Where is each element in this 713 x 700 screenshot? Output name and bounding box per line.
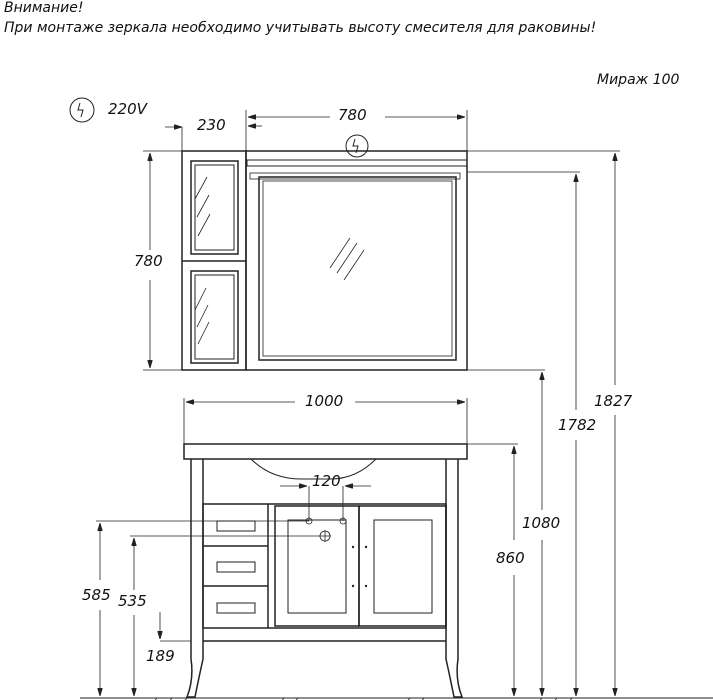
dim-vanity-height: 860 xyxy=(496,549,525,567)
dim-pipe-upper: 585 xyxy=(82,586,111,604)
dimension-lines xyxy=(96,110,620,696)
notice-text: При монтаже зеркала необходимо учитывать… xyxy=(4,20,597,36)
model-name: Мираж 100 xyxy=(597,72,680,88)
power-icon xyxy=(69,97,95,123)
mirror-light-icon xyxy=(345,134,369,158)
dim-mirror-bottom: 1080 xyxy=(522,514,561,532)
dim-total-height: 1827 xyxy=(594,392,633,410)
dim-drain: 189 xyxy=(146,647,175,665)
vanity xyxy=(183,443,468,698)
power-label: 220V xyxy=(108,100,147,118)
dim-vanity-width: 1000 xyxy=(305,392,344,410)
dim-mirror-height: 780 xyxy=(134,252,163,270)
notice-title: Внимание! xyxy=(4,0,84,16)
dim-mirror-width: 780 xyxy=(338,106,367,124)
dim-mirror-top: 1782 xyxy=(558,416,597,434)
floor xyxy=(80,697,713,700)
dim-faucet-spacing: 120 xyxy=(312,472,341,490)
dim-cabinet-width: 230 xyxy=(197,116,226,134)
mirror xyxy=(245,150,468,371)
dim-pipe-lower: 535 xyxy=(118,592,147,610)
side-cabinet xyxy=(181,150,247,371)
